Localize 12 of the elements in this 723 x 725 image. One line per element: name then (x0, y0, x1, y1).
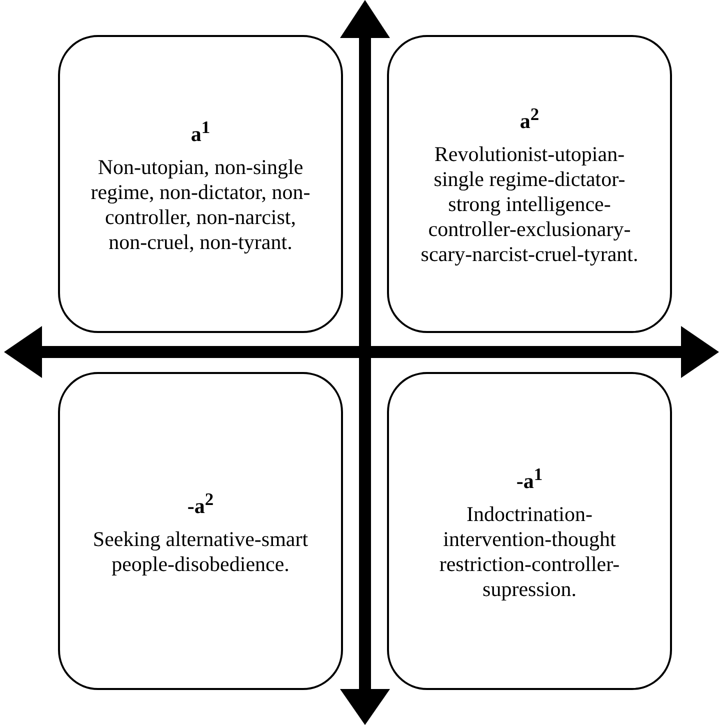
box-text: Indoctrination-intervention-thought restriction-controller-supression. (438, 502, 621, 602)
box-text: Revolutionist-utopian-single regime-dictator-strong intelligence-controller-exclusionary-scary-narcist-cruel-tyrant. (420, 142, 640, 267)
box-text: Non-utopian, non-single regime, non-dictator, non-controller, non-narcist, non-cruel, non-tyrant. (90, 154, 312, 254)
box-heading: -a$^{2}$ (187, 488, 214, 518)
box-heading: -a$^{1}$ (516, 462, 543, 494)
rounded-box (58, 35, 343, 333)
rounded-box (58, 372, 343, 690)
box-heading: a$^{1}$ (190, 116, 210, 146)
rounded-box (387, 35, 672, 333)
box-heading: a$^{2}$ (520, 103, 540, 134)
box-text: Seeking alternative-smart people-disobedience. (92, 526, 310, 576)
rounded-box (387, 372, 672, 690)
